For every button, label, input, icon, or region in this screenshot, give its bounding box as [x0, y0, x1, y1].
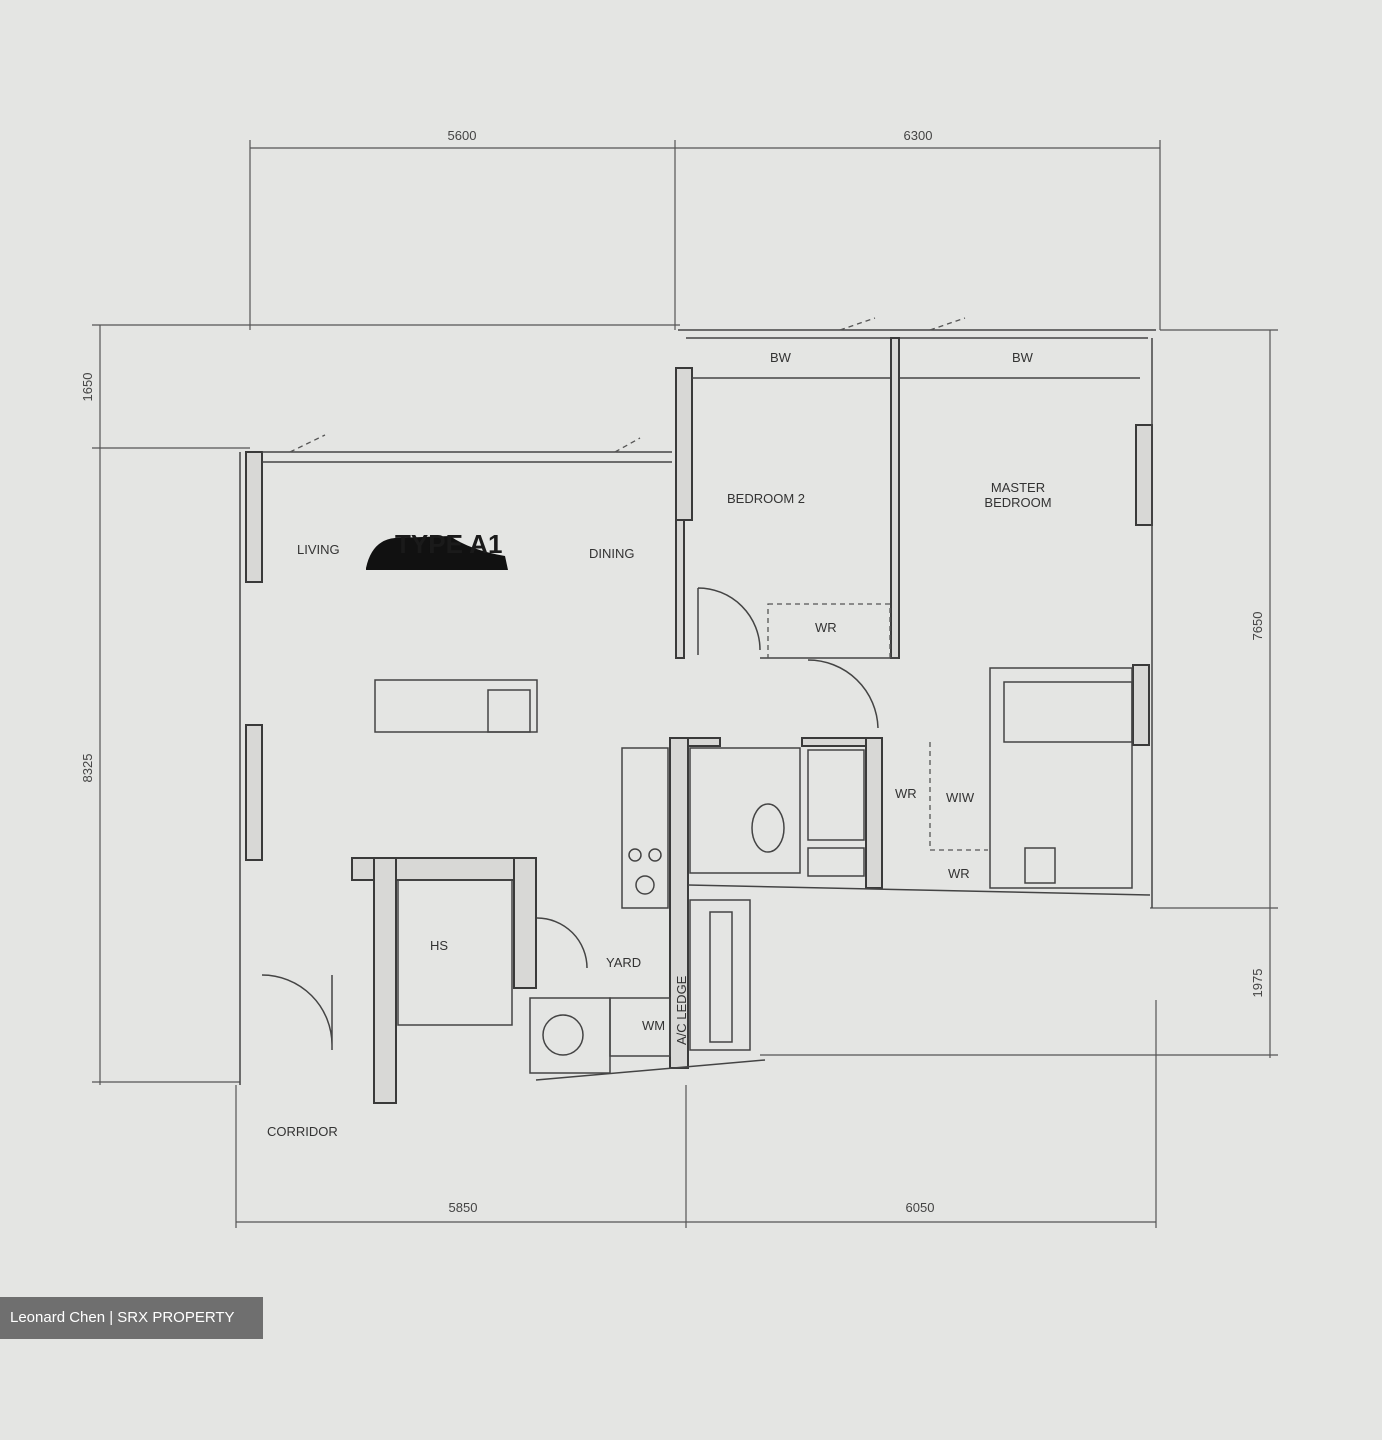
fixtures — [374, 603, 1133, 1026]
watermark: Leonard Chen | SRX PROPERTY — [0, 1297, 263, 1339]
walls — [239, 329, 1156, 1104]
label-yard: YARD — [606, 955, 641, 970]
dim-left-upper: 1650 — [80, 373, 95, 402]
label-bw-1: BW — [770, 350, 792, 365]
dim-right-lower: 1975 — [1250, 969, 1265, 998]
label-corridor: CORRIDOR — [267, 1124, 338, 1139]
label-bw-2: BW — [1012, 350, 1034, 365]
dim-bottom-right: 6050 — [906, 1200, 935, 1215]
type-label-blot — [366, 536, 508, 570]
label-master-1: MASTER — [991, 480, 1045, 495]
label-living: LIVING — [297, 542, 340, 557]
label-dining: DINING — [589, 546, 635, 561]
dim-bottom-left: 5850 — [449, 1200, 478, 1215]
label-bedroom-2: BEDROOM 2 — [727, 491, 805, 506]
label-master-2: BEDROOM — [984, 495, 1051, 510]
label-hs: HS — [430, 938, 448, 953]
dimension-lines — [92, 140, 1278, 1228]
label-wr-master-2: WR — [948, 866, 970, 881]
dim-right-upper: 7650 — [1250, 612, 1265, 641]
label-wr-bedroom2: WR — [815, 620, 837, 635]
doors — [261, 317, 966, 1050]
label-wiw: WIW — [946, 790, 975, 805]
label-wm: WM — [642, 1018, 665, 1033]
label-ac-ledge: A/C LEDGE — [674, 975, 689, 1045]
label-wr-master-1: WR — [895, 786, 917, 801]
dim-left-lower: 8325 — [80, 754, 95, 783]
dim-top-left: 5600 — [448, 128, 477, 143]
dim-top-right: 6300 — [904, 128, 933, 143]
type-label: TYPE A1 — [395, 529, 502, 559]
